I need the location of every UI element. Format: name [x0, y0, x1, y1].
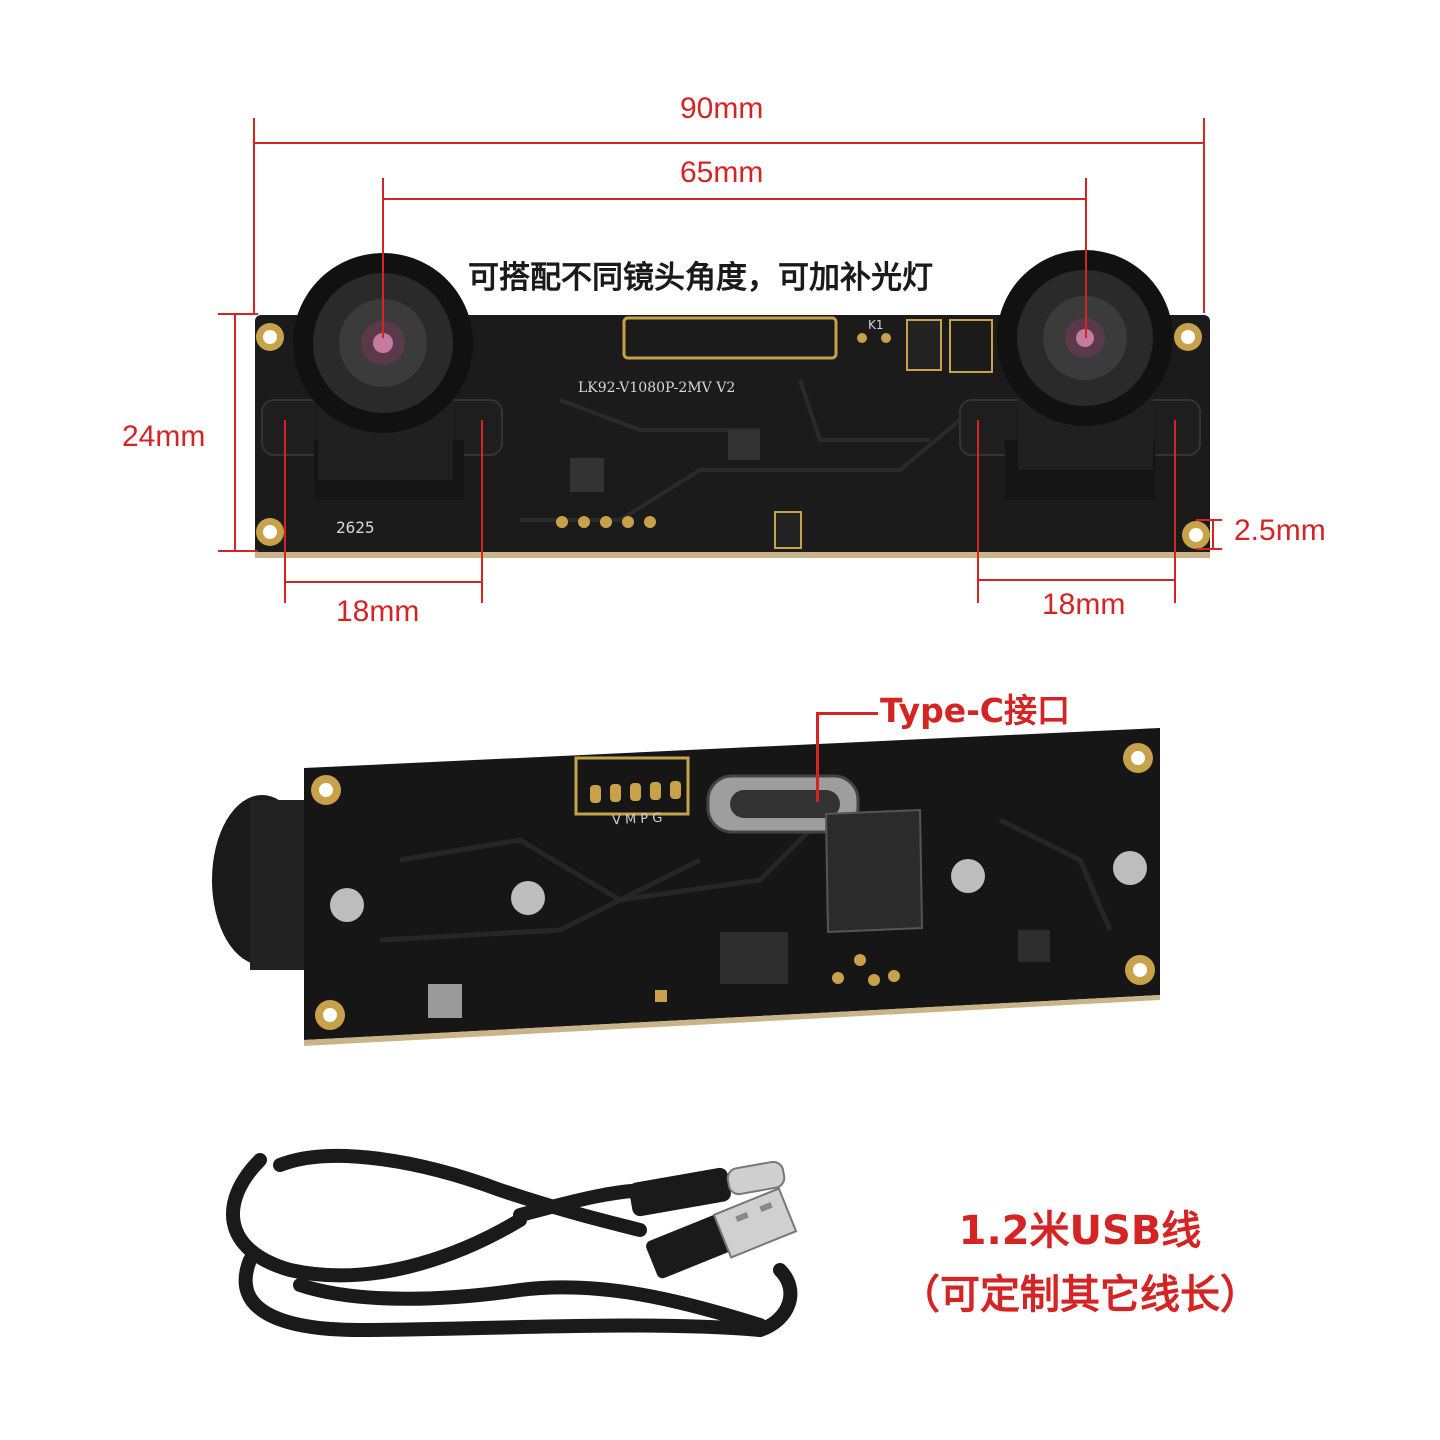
dim-24-tick-bottom: [218, 550, 258, 552]
dim-90-line: [253, 142, 1205, 144]
caption-lens-options: 可搭配不同镜头角度，可加补光灯: [468, 260, 933, 296]
dim-90-tick-left: [253, 118, 255, 313]
dim-hole-offset: 2.5mm: [1234, 514, 1326, 547]
dim-lens-spacing: 65mm: [680, 156, 764, 189]
dim-total-width: 90mm: [680, 92, 764, 125]
dim-24-line: [234, 315, 236, 551]
dim-2-5-tick-top: [1196, 519, 1222, 521]
dim-18-right-tick-a: [977, 420, 979, 603]
dim-65-tick-right: [1085, 178, 1087, 338]
right-lens: [997, 250, 1173, 470]
dim-18-left-tick-b: [481, 420, 483, 603]
dim-right-mount: 18mm: [1042, 588, 1126, 621]
pcb-silk-code: 2625: [336, 518, 375, 537]
cable-length-label: 1.2米USB线: [958, 1208, 1202, 1254]
typec-callout-label: Type-C接口: [880, 691, 1071, 730]
typec-callout-h: [818, 712, 878, 715]
pcb-model-label: LK92-V1080P-2MV V2: [578, 380, 736, 396]
dim-2-5-line: [1212, 519, 1214, 549]
dim-24-tick-top: [218, 313, 258, 315]
typec-callout-v: [816, 712, 819, 802]
dim-18-right-tick-b: [1174, 420, 1176, 603]
dim-board-height: 24mm: [122, 420, 206, 453]
dim-18-right-line: [977, 579, 1175, 581]
dim-65-tick-left: [382, 178, 384, 338]
usbc-plug: [629, 1167, 731, 1217]
pcb-key-label: K1: [868, 318, 884, 332]
dim-90-tick-right: [1203, 118, 1205, 313]
dim-2-5-tick-bottom: [1196, 548, 1222, 550]
dim-18-left-tick-a: [284, 420, 286, 603]
cable-custom-note: （可定制其它线长）: [900, 1272, 1260, 1318]
dim-18-left-line: [284, 581, 482, 583]
left-lens: [293, 253, 473, 480]
dim-left-mount: 18mm: [336, 595, 420, 628]
mount-holes-front: [256, 323, 1210, 549]
dim-65-line: [383, 198, 1086, 200]
